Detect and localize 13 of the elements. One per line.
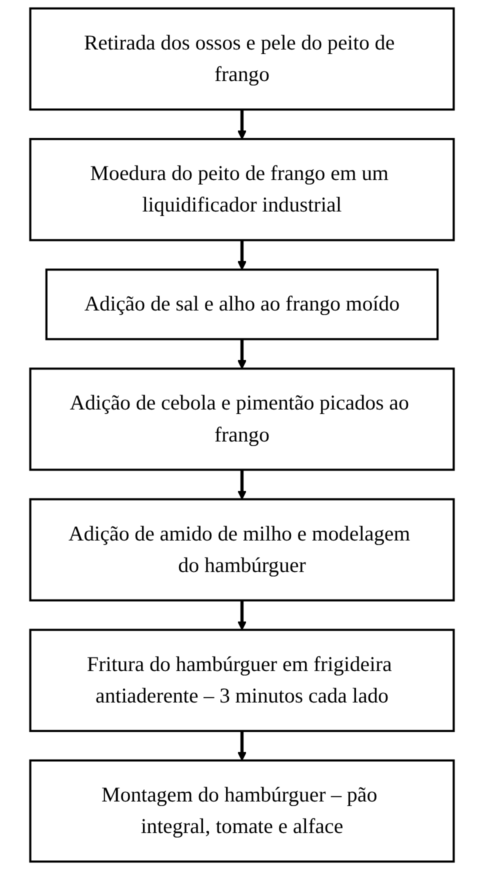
arrow bbox=[237, 600, 247, 630]
arrow bbox=[237, 240, 247, 270]
node-box: Adição de cebola e pimentão picados ao frango bbox=[29, 368, 455, 471]
node-box: Moedura do peito de frango em um liquidificador industrial bbox=[29, 138, 455, 242]
arrow bbox=[237, 730, 247, 761]
arrow bbox=[237, 110, 247, 140]
node-box: Adição de amido de milho e modelagem do hambúrguer bbox=[29, 498, 455, 602]
arrow bbox=[237, 470, 247, 500]
node-box: Retirada dos ossos e pele do peito de frango bbox=[29, 7, 455, 111]
node-box: Adição de sal e alho ao frango moído bbox=[45, 268, 439, 340]
arrow bbox=[237, 339, 247, 370]
node-box: Fritura do hambúrguer em frigideira antiaderente – 3 minutos cada lado bbox=[29, 628, 455, 732]
node-box: Montagem do hambúrguer – pão integral, tomate e alface bbox=[29, 759, 455, 863]
